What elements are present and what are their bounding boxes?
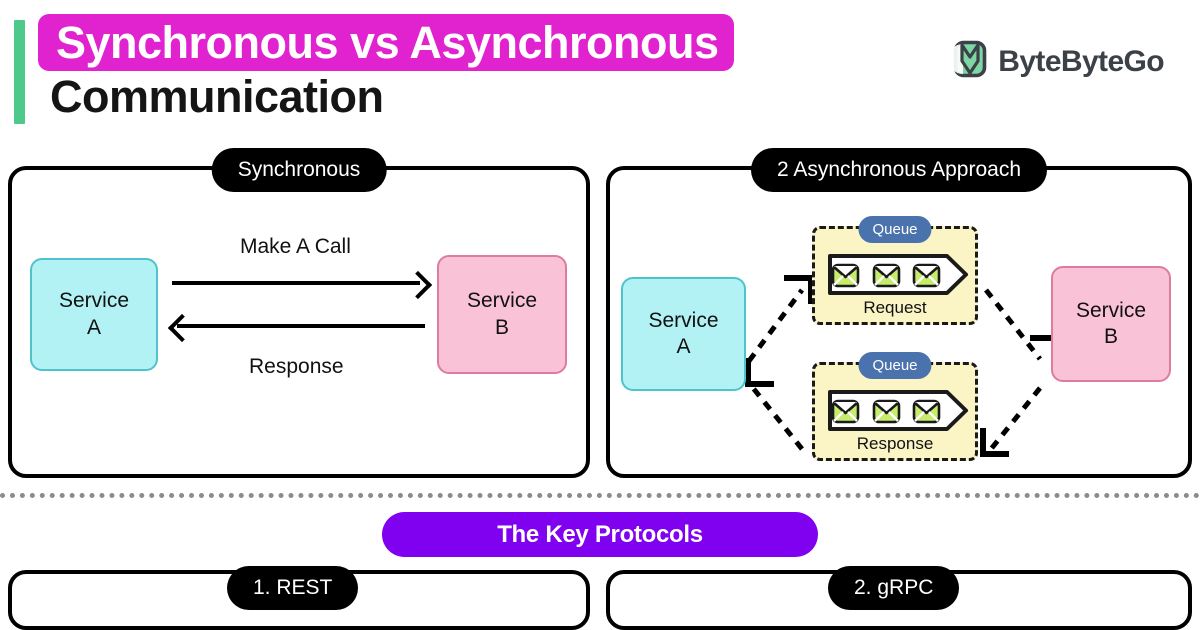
sync-service-a-label-line2: A	[86, 315, 101, 339]
bytebytego-book-logo-icon	[948, 40, 987, 83]
key-protocols-pill: The Key Protocols	[382, 512, 818, 557]
response-queue-badge: Queue	[858, 352, 932, 379]
title-banner: Synchronous vs Asynchronous	[38, 14, 735, 71]
envelope-icon	[912, 263, 941, 288]
asynchronous-panel-badge: 2 Asynchronous Approach	[750, 148, 1048, 192]
protocol-badge-rest: 1. REST	[227, 566, 359, 610]
brand-name: ByteByteGo	[998, 44, 1164, 78]
async-service-a-label-line2: A	[676, 335, 691, 358]
synchronous-panel-badge: Synchronous	[211, 148, 387, 192]
green-accent-bar	[14, 20, 25, 124]
sync-service-b-box: Service B	[437, 255, 567, 374]
async-service-b-label-line1: Service	[1075, 298, 1147, 322]
sync-service-b-label-line2: B	[494, 315, 509, 339]
backward-arrow-line	[177, 324, 425, 328]
envelope-icon	[872, 399, 901, 424]
forward-arrow-line	[172, 281, 420, 285]
request-queue-badge: Queue	[858, 216, 932, 243]
async-service-a-box: Service A	[621, 277, 746, 391]
response-label: Response	[249, 355, 344, 378]
request-queue-caption: Request	[863, 298, 927, 317]
brand-logo: ByteByteGo	[948, 40, 1165, 83]
page-title-line2: Communication	[50, 71, 384, 122]
protocol-badge-grpc: 2. gRPC	[828, 566, 960, 610]
envelope-icon	[831, 263, 860, 288]
envelope-icon	[912, 399, 941, 424]
sync-service-a-label-line1: Service	[58, 289, 130, 313]
key-protocols-label: The Key Protocols	[497, 520, 703, 548]
async-service-b-label-line2: B	[1103, 325, 1118, 348]
make-a-call-label: Make A Call	[240, 235, 351, 258]
async-service-a-label-line1: Service	[648, 308, 719, 332]
response-queue-group: Queue	[812, 352, 978, 461]
request-queue-group: Queue	[812, 216, 978, 325]
async-service-b-box: Service B	[1051, 266, 1171, 382]
envelope-icon	[872, 263, 901, 288]
page-title-line1: Synchronous vs Asynchronous	[56, 17, 719, 68]
envelope-icon	[831, 399, 860, 424]
sync-service-a-box: Service A	[30, 258, 158, 371]
response-queue-caption: Response	[856, 434, 934, 453]
response-queue-messages	[827, 395, 945, 427]
request-queue-messages	[827, 259, 945, 291]
section-divider	[0, 493, 1200, 498]
sync-service-b-label-line1: Service	[466, 289, 538, 313]
page-header: Synchronous vs Asynchronous Communicatio…	[0, 0, 1200, 150]
